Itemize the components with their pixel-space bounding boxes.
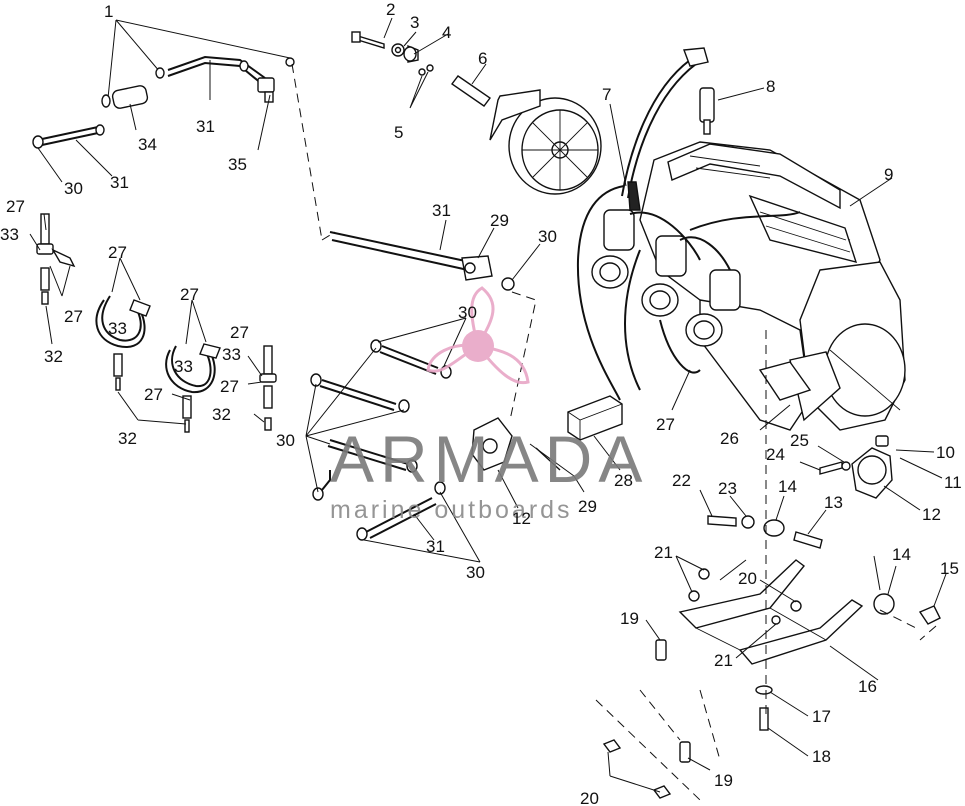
callout-20-upper: 20 (738, 569, 757, 588)
pulse-line (321, 219, 541, 421)
fuel-pump-assembly (32, 19, 323, 241)
callout-5: 5 (394, 123, 403, 142)
callout-29-clamp: 29 (490, 211, 509, 230)
callout-28: 28 (614, 471, 633, 490)
callout-14-right: 14 (892, 545, 911, 564)
callout-32-right: 32 (212, 405, 231, 424)
callout-6: 6 (478, 49, 487, 68)
callout-22: 22 (672, 471, 691, 490)
callout-2: 2 (386, 0, 395, 19)
callout-32-lower: 32 (118, 429, 137, 448)
callout-27-lower-a: 27 (144, 385, 163, 404)
callout-20-lower: 20 (580, 789, 599, 806)
callout-30-center: 30 (458, 303, 477, 322)
primer-hose-kit (29, 213, 277, 433)
watermark-brand: ARMADA (330, 422, 648, 496)
callout-31-left: 31 (110, 173, 129, 192)
callout-21-upper: 21 (654, 543, 673, 562)
callout-33-loop-a: 33 (108, 319, 127, 338)
callout-32-left: 32 (44, 347, 63, 366)
callout-18: 18 (812, 747, 831, 766)
callout-35: 35 (228, 155, 247, 174)
callout-25: 25 (790, 431, 809, 450)
watermark-tagline: marine outboards (330, 496, 573, 524)
carburetors (591, 209, 801, 411)
callout-16: 16 (858, 677, 877, 696)
callout-31-center: 31 (432, 201, 451, 220)
armada-watermark: ARMADA marine outboards (330, 286, 648, 524)
callout-30-top-left: 30 (64, 179, 83, 198)
callout-27-left-tee: 27 (64, 307, 83, 326)
spark-plug-leads (576, 47, 765, 401)
callout-3: 3 (410, 13, 419, 32)
callout-33-left: 33 (0, 225, 19, 244)
callout-19-upper: 19 (620, 609, 639, 628)
callout-10: 10 (936, 443, 955, 462)
propeller-logo-icon (426, 286, 530, 385)
callout-26: 26 (720, 429, 739, 448)
callout-24: 24 (766, 445, 785, 464)
fuel-pump-right (799, 435, 943, 511)
callout-27-lower-b: 27 (220, 377, 239, 396)
callout-33-right: 33 (222, 345, 241, 364)
callout-17: 17 (812, 707, 831, 726)
engine-mount-brackets (595, 330, 947, 801)
callout-12-water-pump: 12 (512, 509, 531, 528)
callout-13: 13 (824, 493, 843, 512)
fitting-group (305, 317, 519, 563)
callout-33-loop-b: 33 (174, 357, 193, 376)
callout-12-fuel-pump: 12 (922, 505, 941, 524)
callout-27-right-tee: 27 (230, 323, 249, 342)
callout-31-bottom: 31 (426, 537, 445, 556)
callout-21-lower: 21 (714, 651, 733, 670)
callout-7: 7 (602, 85, 611, 104)
callout-29-lower: 29 (578, 497, 597, 516)
callout-1: 1 (104, 2, 113, 21)
callout-30-bottom: 30 (466, 563, 485, 582)
callout-27-engine: 27 (656, 415, 675, 434)
callout-30-left: 30 (276, 431, 295, 450)
engine-block (639, 141, 906, 431)
callout-9: 9 (884, 165, 893, 184)
callout-19-lower: 19 (714, 771, 733, 790)
recoil-starter-assembly (351, 17, 602, 195)
callout-8: 8 (766, 77, 775, 96)
callout-34: 34 (138, 135, 157, 154)
callout-31-top: 31 (196, 117, 215, 136)
callout-23: 23 (718, 479, 737, 498)
cdi-box (529, 361, 812, 493)
callout-15: 15 (940, 559, 959, 578)
callout-11: 11 (944, 473, 962, 492)
callout-14-upper: 14 (778, 477, 797, 496)
callout-27-top-left: 27 (6, 197, 25, 216)
callout-30-clamp: 30 (538, 227, 557, 246)
callout-27-loop-a: 27 (108, 243, 127, 262)
callout-27-loop-b: 27 (180, 285, 199, 304)
callout-4: 4 (442, 23, 451, 42)
